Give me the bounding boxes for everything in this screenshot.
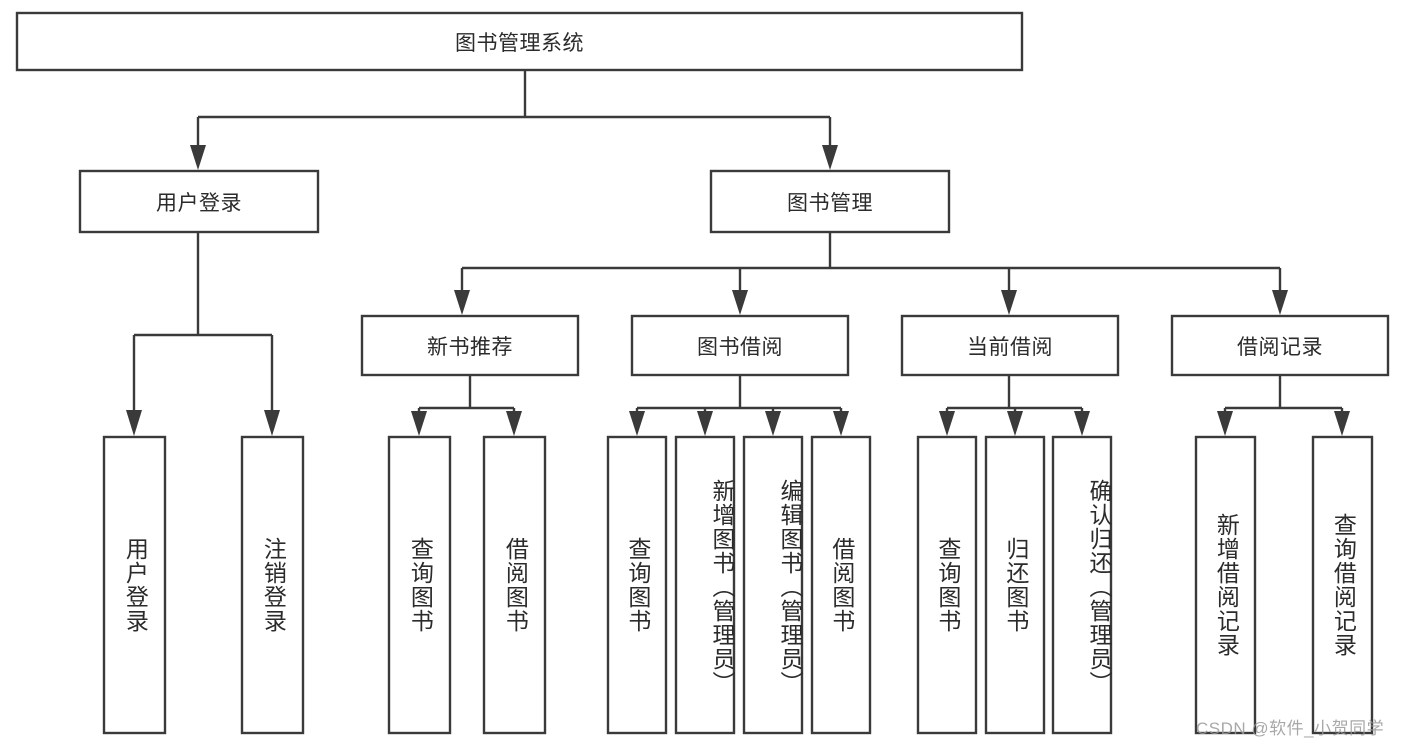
arrow-head-bb-leaf-2 [697, 411, 713, 436]
arrow-head-bm-current-borrow [1001, 290, 1017, 315]
arrow-head-bb-leaf-4 [833, 411, 849, 436]
connector-group-book-management [454, 232, 1288, 315]
arrow-head-br-leaf-2 [1334, 411, 1350, 436]
node-box-leaf-borrow-book-recommend[interactable] [482, 435, 547, 735]
arrow-head-root-to-book-management [822, 145, 838, 170]
node-box-root[interactable] [15, 11, 1024, 72]
node-box-current-borrow[interactable] [900, 314, 1120, 377]
node-box-user-login[interactable] [78, 169, 320, 234]
arrow-head-bm-borrow-record [1272, 290, 1288, 315]
arrow-head-cb-leaf-1 [939, 411, 955, 436]
arrow-head-br-leaf-1 [1217, 411, 1233, 436]
arrow-head-bb-leaf-3 [765, 411, 781, 436]
csdn-watermark: CSDN @软件_小贺同学 [1196, 719, 1385, 738]
node-box-leaf-logout[interactable] [240, 435, 305, 735]
node-box-borrow-record[interactable] [1170, 314, 1390, 377]
node-box-leaf-user-login[interactable] [102, 435, 167, 735]
arrow-head-cb-leaf-2 [1007, 411, 1023, 436]
arrow-head-bb-leaf-1 [629, 411, 645, 436]
connector-group-user-login [126, 232, 280, 436]
node-box-leaf-add-borrow-record[interactable] [1194, 435, 1257, 735]
arrow-head-root-to-user-login [190, 145, 206, 170]
node-box-new-book-recommend[interactable] [360, 314, 580, 377]
connector-group-current-borrow [939, 375, 1090, 436]
node-box-leaf-query-borrow-record[interactable] [1311, 435, 1374, 735]
connector-group-book-borrow [629, 375, 849, 436]
node-box-leaf-edit-book-admin[interactable] [742, 435, 804, 735]
arrow-head-nbr-leaf-1 [411, 411, 427, 436]
arrow-head-nbr-leaf-2 [506, 411, 522, 436]
connector-group-root [190, 70, 838, 170]
arrow-head-cb-leaf-3 [1074, 411, 1090, 436]
node-box-leaf-query-book-borrow[interactable] [606, 435, 668, 735]
connector-group-borrow-record [1217, 375, 1350, 436]
arrow-head-bm-book-borrow [732, 290, 748, 315]
node-box-leaf-query-book-recommend[interactable] [387, 435, 452, 735]
arrow-head-bm-new-book-recommend [454, 290, 470, 315]
node-box-leaf-confirm-return-admin[interactable] [1051, 435, 1113, 735]
node-box-leaf-borrow-book[interactable] [810, 435, 872, 735]
node-box-leaf-add-book-admin[interactable] [674, 435, 736, 735]
connector-group-new-book-recommend [411, 375, 522, 436]
node-box-leaf-return-book[interactable] [984, 435, 1046, 735]
node-box-book-management[interactable] [709, 169, 951, 234]
node-box-book-borrow[interactable] [630, 314, 850, 377]
arrow-head-user-login-leaf-2 [264, 410, 280, 436]
arrow-head-user-login-leaf-1 [126, 410, 142, 436]
node-box-leaf-query-book-current[interactable] [916, 435, 978, 735]
